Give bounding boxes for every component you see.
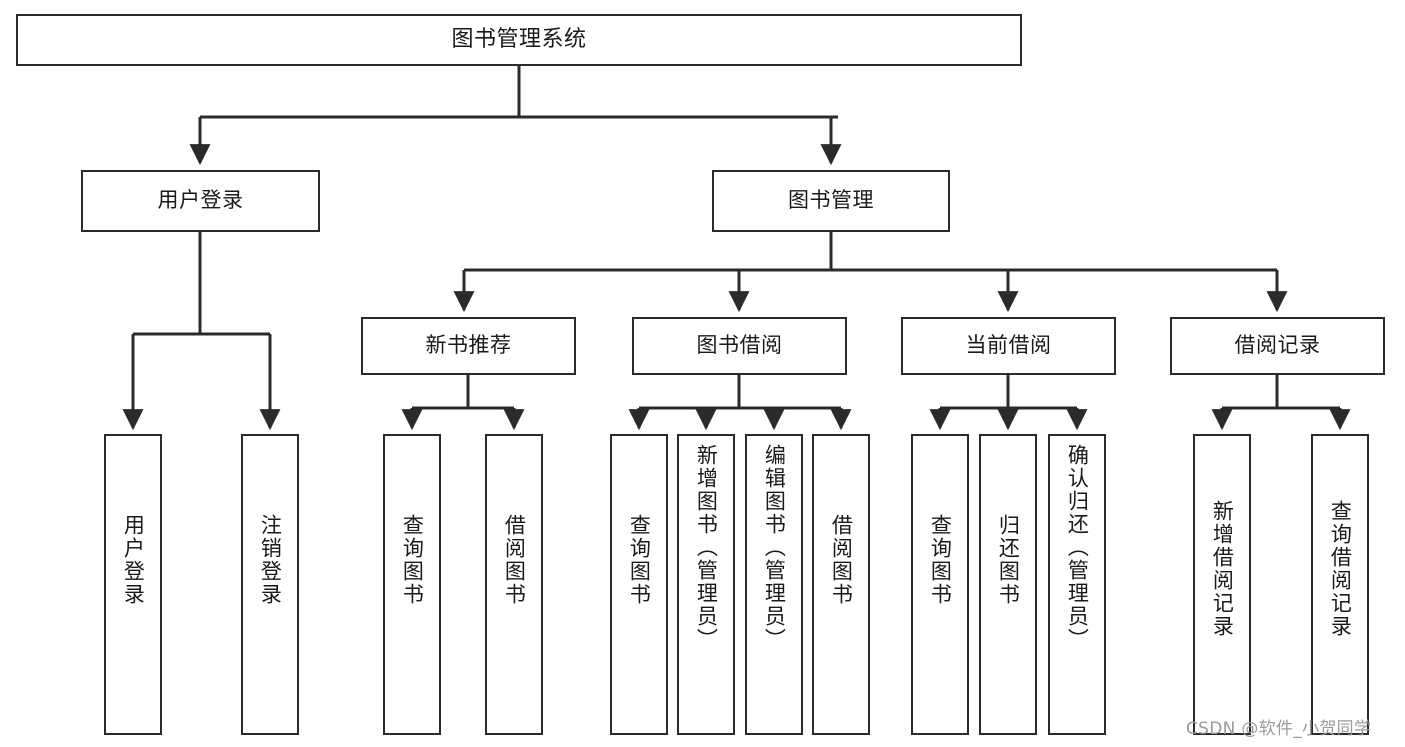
node-label: 确认归还（管理员） <box>1065 444 1090 651</box>
node-root-title[interactable]: 图书管理系统 <box>16 14 1022 66</box>
node-leaf-user-login[interactable]: 用户登录 <box>104 434 162 735</box>
node-label: 借阅图书 <box>829 514 854 606</box>
node-leaf-query-book-3[interactable]: 查询图书 <box>911 434 969 735</box>
node-label: 编辑图书（管理员） <box>762 444 787 651</box>
node-leaf-add-book[interactable]: 新增图书（管理员） <box>677 434 735 735</box>
node-label: 借阅图书 <box>502 514 527 606</box>
node-label: 当前借阅 <box>965 333 1052 358</box>
node-label: 借阅记录 <box>1234 333 1321 358</box>
node-user-login[interactable]: 用户登录 <box>81 170 320 232</box>
node-label: 新增借阅记录 <box>1210 500 1235 638</box>
node-label: 注销登录 <box>258 514 283 606</box>
node-label: 查询图书 <box>627 514 652 606</box>
node-current-borrow[interactable]: 当前借阅 <box>901 317 1116 375</box>
node-label: 查询借阅记录 <box>1328 500 1353 638</box>
node-leaf-query-book-1[interactable]: 查询图书 <box>383 434 441 735</box>
node-label: 图书管理 <box>788 188 874 213</box>
node-leaf-logout[interactable]: 注销登录 <box>241 434 299 735</box>
node-label: 查询图书 <box>928 514 953 606</box>
node-label: 图书管理系统 <box>451 26 587 52</box>
node-leaf-confirm-return[interactable]: 确认归还（管理员） <box>1048 434 1106 735</box>
node-leaf-add-record[interactable]: 新增借阅记录 <box>1193 434 1251 735</box>
node-new-book-rec[interactable]: 新书推荐 <box>361 317 576 375</box>
node-leaf-borrow-book-2[interactable]: 借阅图书 <box>812 434 870 735</box>
node-label: 图书借阅 <box>696 333 783 358</box>
node-book-borrow[interactable]: 图书借阅 <box>632 317 847 375</box>
node-leaf-borrow-book-1[interactable]: 借阅图书 <box>485 434 543 735</box>
node-leaf-query-book-2[interactable]: 查询图书 <box>610 434 668 735</box>
csdn-watermark: CSDN @软件_小贺同学 <box>1186 719 1372 739</box>
node-label: 查询图书 <box>400 514 425 606</box>
node-leaf-return-book[interactable]: 归还图书 <box>979 434 1037 735</box>
node-leaf-query-record[interactable]: 查询借阅记录 <box>1311 434 1369 735</box>
node-label: 新增图书（管理员） <box>694 444 719 651</box>
node-leaf-edit-book[interactable]: 编辑图书（管理员） <box>745 434 803 735</box>
node-borrow-record[interactable]: 借阅记录 <box>1170 317 1385 375</box>
node-label: 用户登录 <box>157 188 244 213</box>
node-label: 新书推荐 <box>425 333 512 358</box>
node-label: 归还图书 <box>996 514 1021 606</box>
node-book-manage[interactable]: 图书管理 <box>712 170 950 232</box>
node-label: 用户登录 <box>121 514 146 606</box>
